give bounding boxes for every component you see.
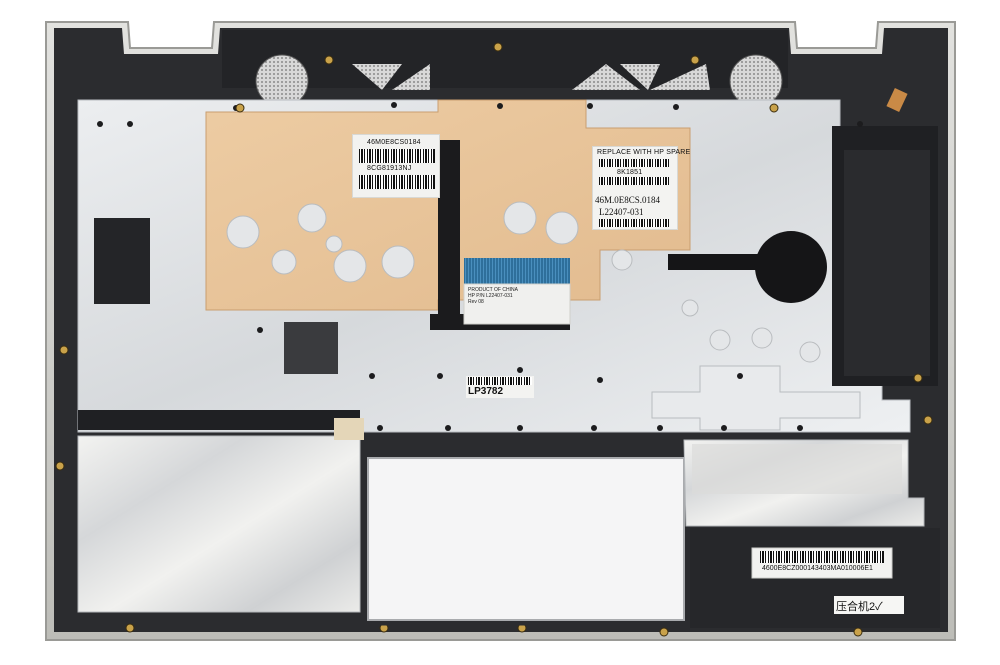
brass-standoff [235, 103, 245, 113]
screw-hole [591, 425, 597, 431]
copper-label-2-line3: 46M.0E8CS.0184 [595, 195, 661, 205]
brass-standoff [913, 373, 923, 383]
screw-hole [497, 103, 503, 109]
left-foil-bar [78, 410, 360, 430]
touchpad-cavity [367, 457, 685, 621]
plate-hole [297, 203, 327, 233]
screw-hole [257, 327, 263, 333]
screw-hole [377, 425, 383, 431]
plate-hole [503, 201, 537, 235]
brass-standoff [493, 42, 503, 52]
plate-hole [709, 329, 731, 351]
barcode [599, 219, 669, 227]
vent-mesh [392, 64, 430, 90]
plate-hole [681, 299, 699, 317]
screw-hole [97, 121, 103, 127]
fan-disc [755, 231, 827, 303]
copper-label-2-line4: L22407-031 [599, 207, 644, 217]
copper-label-2-line1: REPLACE WITH HP SPARE [597, 149, 691, 156]
screw-hole [737, 373, 743, 379]
plate-hole [333, 249, 367, 283]
brass-standoff [125, 623, 135, 633]
cable-label: PRODUCT OF CHINA HP P/N L22407-031 Rev 0… [468, 287, 518, 305]
speaker-grille-left [255, 54, 309, 108]
plate-hole [799, 341, 821, 363]
screw-hole [369, 373, 375, 379]
brass-standoff [59, 345, 69, 355]
screw-hole [797, 425, 803, 431]
screw-hole [857, 121, 863, 127]
barcode [599, 159, 669, 167]
lp-label: LP3782 [466, 376, 534, 398]
screw-hole [445, 425, 451, 431]
screw-hole [673, 104, 679, 110]
lp-label-text: LP3782 [468, 386, 504, 397]
barcode [599, 177, 669, 185]
plate-hole [611, 249, 633, 271]
screw-hole [517, 367, 523, 373]
square-pad [284, 322, 338, 374]
brass-standoff [923, 415, 933, 425]
cable-label-line2: HP P/N L22407-031 [468, 293, 513, 299]
left-pad [94, 218, 150, 304]
left-foil-panel [77, 435, 361, 613]
handwritten-tag-text: 压合机2✓ [836, 601, 883, 613]
brass-standoff [55, 461, 65, 471]
touchpad-rim [362, 452, 690, 626]
cross-cutout [651, 365, 861, 431]
copper-label-1-line2: 8CG81913NJ [367, 165, 412, 172]
plate-hole [271, 249, 297, 275]
cable-label-line1: PRODUCT OF CHINA [468, 287, 518, 293]
connector-label [463, 283, 571, 325]
plate-hole [325, 235, 343, 253]
flex-connector [464, 258, 570, 284]
screw-hole [437, 373, 443, 379]
brass-standoff [690, 55, 700, 65]
copper-label-2: REPLACE WITH HP SPARE 8K1851 46M.0E8CS.0… [592, 146, 690, 230]
foil-tape [692, 444, 902, 494]
brass-standoff [769, 103, 779, 113]
vent-mesh [352, 64, 402, 90]
disc-arm [668, 254, 764, 270]
plate-hole [751, 327, 773, 349]
barcode [468, 377, 532, 385]
brass-standoff [853, 627, 863, 637]
right-bay-inner [844, 150, 930, 376]
screw-hole [587, 103, 593, 109]
vent-mesh [572, 64, 640, 90]
serial-label-text: 4600E8CZ000143403MA010006E1 [762, 565, 873, 572]
speaker-grille-right [729, 54, 783, 108]
plate-hole [381, 245, 415, 279]
plate-hole [226, 215, 260, 249]
vent-mesh [620, 64, 660, 90]
screw-hole [657, 425, 663, 431]
screw-hole [127, 121, 133, 127]
flex-cable [438, 140, 460, 320]
serial-barcode [760, 551, 884, 563]
handwritten-tag [834, 596, 904, 614]
cable-label-line3: Rev 08 [468, 299, 484, 305]
copper-clip [886, 87, 908, 113]
brass-standoff [659, 627, 669, 637]
copper-label-2-line2: 8K1851 [617, 169, 643, 176]
screw-hole [721, 425, 727, 431]
barcode [359, 175, 435, 189]
tape-strip [334, 418, 364, 440]
copper-label-1: 46M0E8CS0184 8CG81913NJ [352, 134, 440, 198]
barcode [359, 149, 435, 163]
plate-hole [545, 211, 579, 245]
screw-hole [391, 102, 397, 108]
screw-hole [597, 377, 603, 383]
vent-mesh [650, 64, 710, 90]
brass-standoff [324, 55, 334, 65]
screw-hole [517, 425, 523, 431]
copper-label-1-line1: 46M0E8CS0184 [367, 139, 421, 146]
